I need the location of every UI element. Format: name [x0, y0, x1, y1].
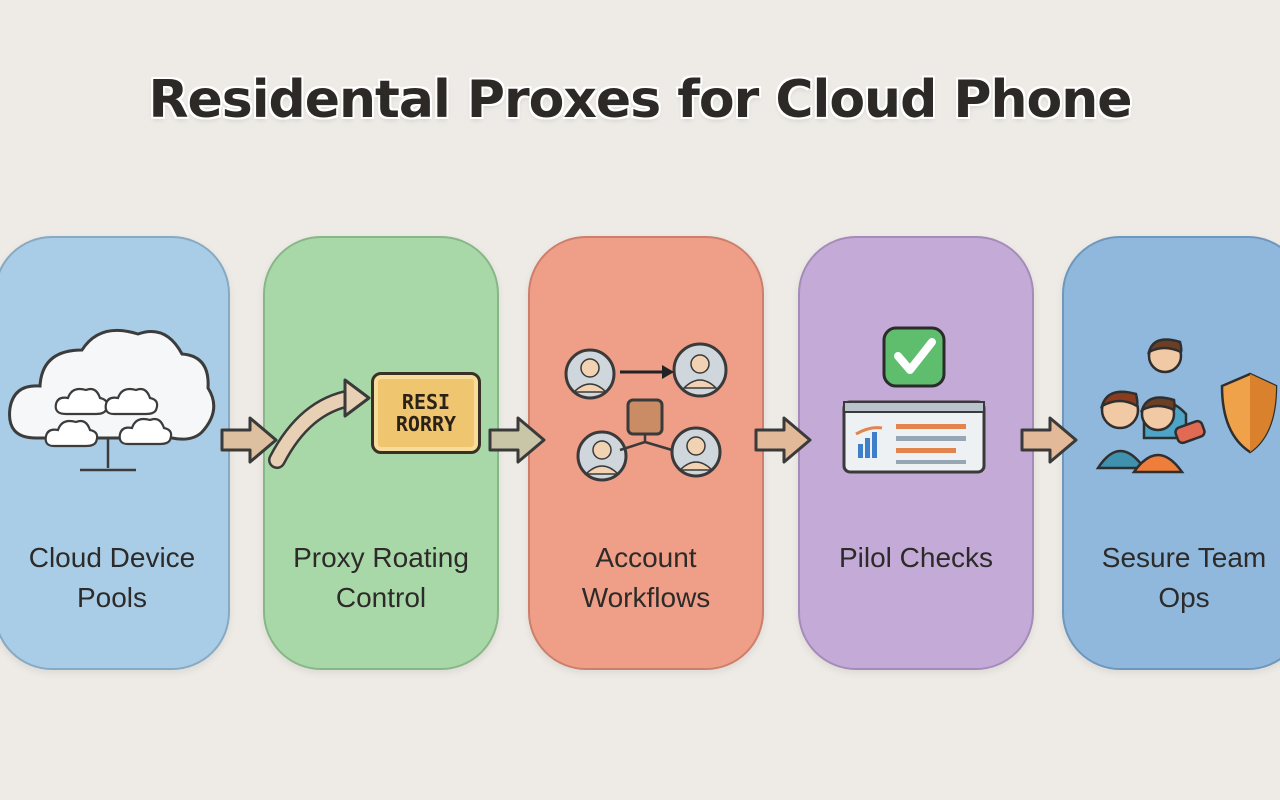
- label-line-1: Account: [595, 542, 697, 573]
- label-line-2: Pools: [76, 582, 148, 613]
- label-line-1: Cloud Device: [28, 542, 196, 573]
- step-card-secure-team-ops: Sesure Team Ops: [1062, 236, 1280, 670]
- label-line-2: Ops: [1158, 582, 1210, 613]
- right-arrow-icon: [1020, 416, 1078, 464]
- page-title: Residental Proxes for Cloud Phone: [148, 70, 1132, 130]
- right-arrow-icon: [488, 416, 546, 464]
- step-card-cloud-device-pools: Cloud Device Pools: [0, 236, 230, 670]
- badge-line-2: RORRY: [395, 412, 457, 436]
- account-network-icon: [564, 342, 728, 482]
- team-shield-icon: [1095, 338, 1278, 474]
- right-arrow-icon: [220, 416, 278, 464]
- checklist-dashboard-icon: [842, 326, 986, 474]
- label-line-1: Sesure Team: [1101, 542, 1267, 573]
- label-line-1: Proxy Roating: [293, 542, 469, 573]
- step-label: Account Workflows: [530, 538, 762, 618]
- cloud-icon: [8, 328, 216, 472]
- step-label: Sesure Team Ops: [1064, 538, 1280, 618]
- step-label: Cloud Device Pools: [0, 538, 228, 618]
- step-label: Pilol Checks: [800, 538, 1032, 578]
- proxy-badge-icon: RESI RORRY: [371, 372, 481, 454]
- label-line-2: Control: [335, 582, 427, 613]
- badge-line-1: RESI: [401, 390, 451, 414]
- step-card-account-workflows: Account Workflows: [528, 236, 764, 670]
- step-card-pilot-checks: Pilol Checks: [798, 236, 1034, 670]
- label-line-2: Workflows: [581, 582, 711, 613]
- step-card-proxy-rotating-control: RESI RORRY Proxy Roating Control: [263, 236, 499, 670]
- label-line-1: Pilol Checks: [838, 542, 994, 573]
- curved-arrow-icon: [268, 378, 371, 469]
- step-label: Proxy Roating Control: [265, 538, 497, 618]
- right-arrow-icon: [754, 416, 812, 464]
